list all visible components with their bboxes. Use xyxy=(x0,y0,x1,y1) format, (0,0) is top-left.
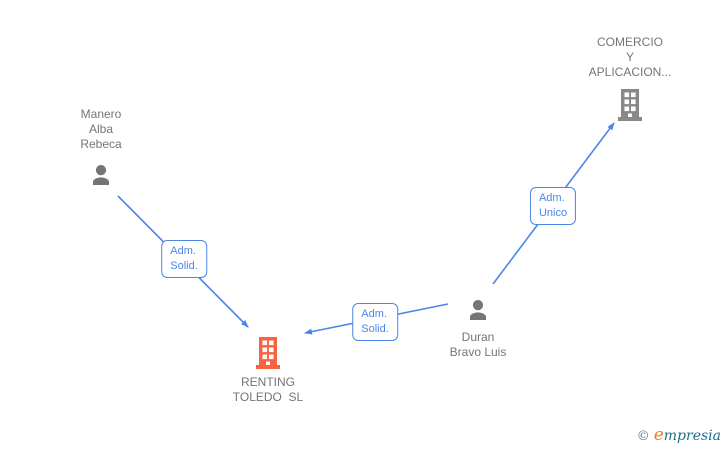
node-label-manero-alba-rebeca: Manero Alba Rebeca xyxy=(80,107,122,151)
person-icon xyxy=(463,295,493,325)
person-icon xyxy=(86,160,116,190)
building-icon xyxy=(614,88,646,122)
empresia-logo[interactable]: ©empresia xyxy=(637,426,721,446)
edge-label-duran-to-renting[interactable]: Adm. Solid. xyxy=(352,303,398,341)
brand-text-rest: mpresia xyxy=(663,428,721,444)
copyright-icon: © xyxy=(636,429,650,444)
edge-label-manero-to-renting[interactable]: Adm. Solid. xyxy=(161,240,207,278)
brand-text-first: e xyxy=(653,425,664,445)
building-icon xyxy=(252,336,284,370)
node-label-duran-bravo-luis: Duran Bravo Luis xyxy=(449,330,507,359)
edge-label-duran-to-comercio[interactable]: Adm. Unico xyxy=(529,187,577,225)
node-label-comercio-y-aplicacion: COMERCIO Y APLICACION... xyxy=(588,35,672,79)
node-label-renting-toledo-sl: RENTING TOLEDO SL xyxy=(232,375,304,404)
